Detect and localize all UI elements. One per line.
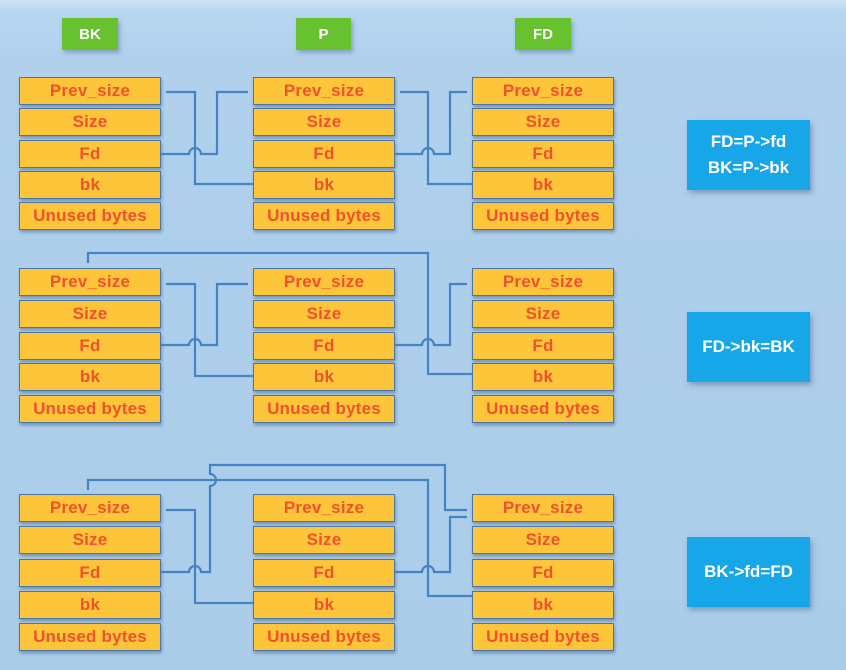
annotation-row3-line1: BK->fd=FD: [704, 561, 793, 581]
cell-prev-size: Prev_size: [472, 77, 614, 105]
arrow-r1-fd-bk-to-p-prevsize: [400, 90, 472, 186]
cell-fd: Fd: [253, 331, 395, 360]
annotation-row1: FD=P->fd BK=P->bk: [687, 120, 810, 190]
cell-unused-bytes: Unused bytes: [253, 395, 395, 423]
annotation-row3: BK->fd=FD: [687, 537, 810, 607]
cell-size: Size: [19, 108, 161, 137]
column-label-p: P: [296, 18, 351, 50]
cell-prev-size: Prev_size: [253, 268, 395, 296]
cell-bk: bk: [253, 590, 395, 619]
cell-fd: Fd: [19, 331, 161, 360]
cell-fd: Fd: [19, 139, 161, 168]
cell-bk: bk: [253, 170, 395, 199]
chunk-fd-row2: Prev_size Size Fd bk Unused bytes: [472, 268, 614, 423]
cell-size: Size: [253, 108, 395, 137]
cell-fd: Fd: [472, 558, 614, 587]
cell-bk: bk: [19, 590, 161, 619]
cell-prev-size: Prev_size: [19, 77, 161, 105]
chunk-p-row3: Prev_size Size Fd bk Unused bytes: [253, 494, 395, 651]
arrow-r2-p-fd-to-fd-prevsize: [395, 282, 467, 347]
cell-unused-bytes: Unused bytes: [253, 623, 395, 651]
cell-bk: bk: [253, 363, 395, 392]
chunk-bk-row1: Prev_size Size Fd bk Unused bytes: [19, 77, 161, 230]
cell-bk: bk: [472, 170, 614, 199]
cell-bk: bk: [19, 170, 161, 199]
cell-size: Size: [19, 299, 161, 328]
cell-size: Size: [472, 526, 614, 555]
arrow-r2-bk-fd-to-p-prevsize: [161, 282, 248, 347]
arrow-r3-p-fd-to-fd-prevsize: [395, 515, 467, 574]
cell-bk: bk: [19, 363, 161, 392]
cell-size: Size: [472, 299, 614, 328]
cell-unused-bytes: Unused bytes: [19, 202, 161, 230]
annotation-row1-line1: FD=P->fd: [710, 131, 787, 151]
cell-fd: Fd: [472, 139, 614, 168]
cell-size: Size: [253, 526, 395, 555]
cell-bk: bk: [472, 590, 614, 619]
chunk-fd-row1: Prev_size Size Fd bk Unused bytes: [472, 77, 614, 230]
annotation-row2-line1: FD->bk=BK: [702, 336, 795, 356]
cell-fd: Fd: [253, 139, 395, 168]
arrow-r1-p-fd-to-fd-prevsize: [395, 90, 467, 156]
cell-prev-size: Prev_size: [19, 268, 161, 296]
cell-unused-bytes: Unused bytes: [472, 395, 614, 423]
arrow-r1-p-bk-to-bk-prevsize: [166, 90, 253, 186]
cell-fd: Fd: [472, 331, 614, 360]
cell-prev-size: Prev_size: [472, 494, 614, 522]
chunk-p-row2: Prev_size Size Fd bk Unused bytes: [253, 268, 395, 423]
cell-unused-bytes: Unused bytes: [253, 202, 395, 230]
column-label-fd: FD: [515, 18, 571, 50]
cell-prev-size: Prev_size: [472, 268, 614, 296]
chunk-bk-row2: Prev_size Size Fd bk Unused bytes: [19, 268, 161, 423]
chunk-bk-row3: Prev_size Size Fd bk Unused bytes: [19, 494, 161, 651]
cell-size: Size: [253, 299, 395, 328]
cell-unused-bytes: Unused bytes: [19, 623, 161, 651]
cell-fd: Fd: [253, 558, 395, 587]
cell-prev-size: Prev_size: [253, 77, 395, 105]
chunk-p-row1: Prev_size Size Fd bk Unused bytes: [253, 77, 395, 230]
arrow-r3-p-bk-to-bk-prevsize: [166, 508, 253, 605]
cell-prev-size: Prev_size: [19, 494, 161, 522]
arrow-r1-bk-fd-to-p-prevsize: [161, 90, 248, 156]
column-label-bk: BK: [62, 18, 118, 50]
cell-size: Size: [19, 526, 161, 555]
cell-fd: Fd: [19, 558, 161, 587]
cell-unused-bytes: Unused bytes: [472, 202, 614, 230]
arrow-r2-p-bk-to-bk-prevsize: [166, 282, 253, 378]
cell-unused-bytes: Unused bytes: [472, 623, 614, 651]
cell-bk: bk: [472, 363, 614, 392]
annotation-row1-line2: BK=P->bk: [707, 158, 790, 177]
cell-unused-bytes: Unused bytes: [19, 395, 161, 423]
cell-prev-size: Prev_size: [253, 494, 395, 522]
annotation-row2: FD->bk=BK: [687, 312, 810, 382]
cell-size: Size: [472, 108, 614, 137]
chunk-fd-row3: Prev_size Size Fd bk Unused bytes: [472, 494, 614, 651]
